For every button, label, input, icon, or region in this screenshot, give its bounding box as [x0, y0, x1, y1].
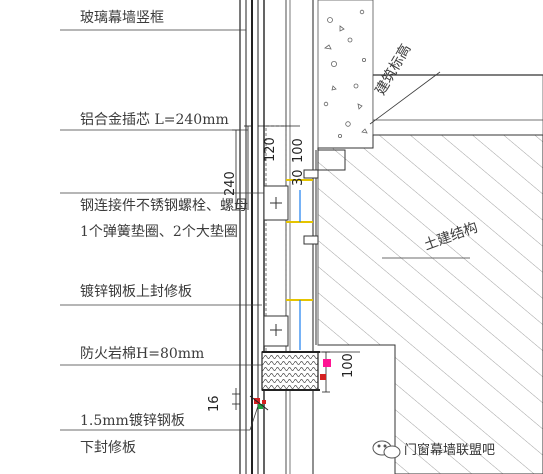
steel-connector-label-2: 1个弹簧垫圈、2个大垫圈: [80, 224, 238, 240]
galv-top-flashing-label: 镀锌钢板上封修板: [80, 283, 192, 300]
dimension-240-text: 240: [223, 171, 238, 196]
dimension-100-upper-text: 100: [291, 138, 306, 163]
sealant-markers: [249, 395, 269, 411]
steel-connector: [263, 179, 313, 350]
anchor-plate: [303, 149, 346, 345]
dimension-30-text: 30: [291, 169, 306, 186]
glass-mullion: [239, 0, 314, 474]
dimension-100-lower-text: 100: [341, 353, 356, 378]
marker-pink: [323, 359, 331, 367]
dimension-100-lower: [318, 351, 360, 393]
steel-connector-label-1: 钢连接件不锈钢螺栓、螺母: [80, 197, 248, 214]
dimension-120-text: 120: [263, 137, 278, 162]
leader-lines: [60, 29, 264, 431]
chat-bubble-icon: [372, 440, 401, 459]
watermark: 门窗幕墙联盟吧: [372, 440, 495, 459]
fire-wool-label: 防火岩棉H=80mm: [80, 345, 204, 362]
concrete-block: [317, 0, 374, 149]
glass-mullion-label: 玻璃幕墙竖框: [80, 9, 164, 26]
floor-slab: [372, 74, 543, 136]
watermark-text: 门窗幕墙联盟吧: [404, 442, 495, 458]
galv-bottom-label-1: 1.5mm镀锌钢板: [80, 412, 185, 429]
galv-bottom-label-2: 下封修板: [80, 440, 136, 456]
dimension-16: [232, 388, 240, 410]
fire-wool: [261, 351, 320, 391]
civil-structure-beam: [317, 134, 543, 474]
dimension-16-text: 16: [207, 395, 222, 412]
marker-red: [320, 374, 326, 380]
aluminum-core-label: 铝合金插芯 L=240mm: [80, 112, 229, 128]
